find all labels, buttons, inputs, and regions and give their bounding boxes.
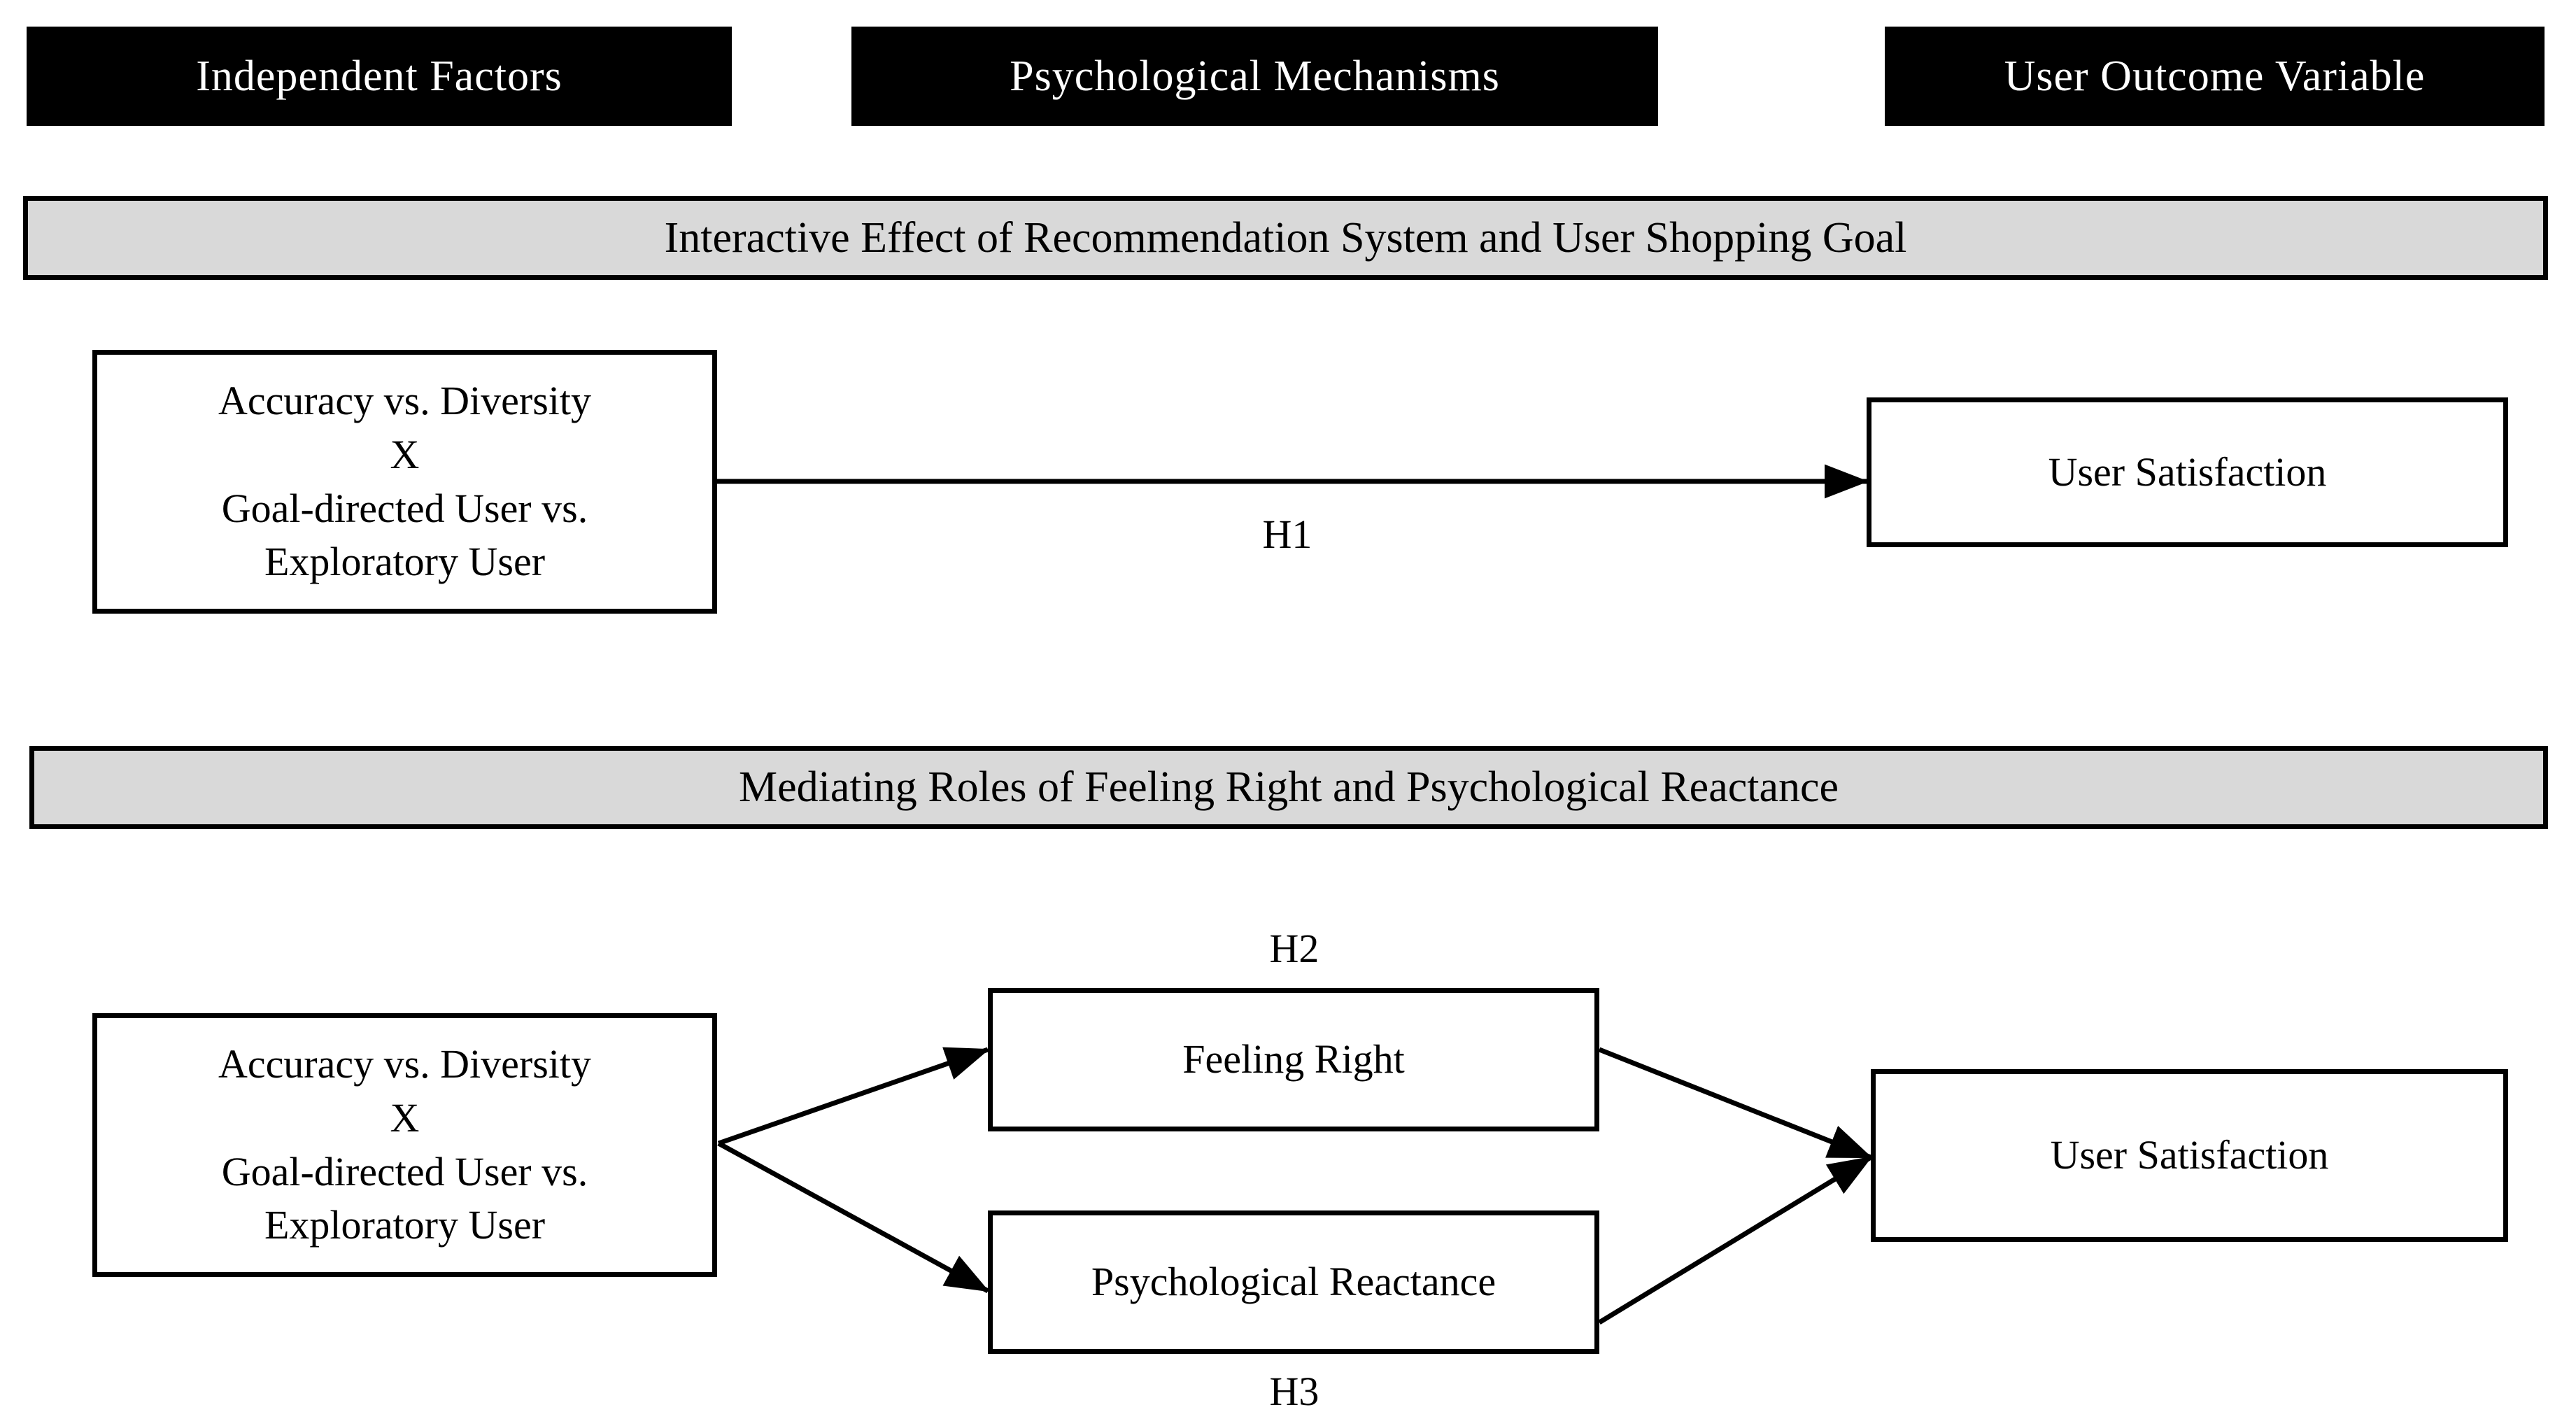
section-band-interactive-effect: Interactive Effect of Recommendation Sys… xyxy=(23,196,2548,280)
section-band-label: Mediating Roles of Feeling Right and Psy… xyxy=(738,763,1839,811)
node-line: X xyxy=(390,1094,420,1141)
node-line: Exploratory User xyxy=(264,539,546,585)
node-user-satisfaction: User Satisfaction xyxy=(1867,397,2508,547)
column-header-label: Psychological Mechanisms xyxy=(1010,52,1500,100)
reactance-to-satisfaction-path xyxy=(1598,1155,1873,1325)
node-independent-factors-2: Accuracy vs. Diversity X Goal-directed U… xyxy=(92,1013,717,1277)
column-header-psychological-mechanisms: Psychological Mechanisms xyxy=(851,27,1658,126)
node-line: Goal-directed User vs. xyxy=(221,485,588,531)
section-band-mediating-roles: Mediating Roles of Feeling Right and Psy… xyxy=(29,746,2548,829)
path-label-text: H1 xyxy=(1262,511,1312,557)
column-header-user-outcome-variable: User Outcome Variable xyxy=(1885,27,2545,126)
iv-to-feeling-right-path xyxy=(717,1047,990,1146)
node-feeling-right: Feeling Right xyxy=(988,988,1599,1131)
node-independent-factors: Accuracy vs. Diversity X Goal-directed U… xyxy=(92,350,717,614)
section-band-label: Interactive Effect of Recommendation Sys… xyxy=(664,213,1907,262)
iv-to-reactance-path xyxy=(717,1141,990,1294)
path-label-h1: H1 xyxy=(1203,511,1371,558)
node-user-satisfaction-2: User Satisfaction xyxy=(1871,1069,2508,1242)
node-line: Feeling Right xyxy=(1182,1036,1405,1082)
node-line: Goal-directed User vs. xyxy=(221,1148,588,1194)
node-line: Psychological Reactance xyxy=(1091,1259,1496,1305)
column-header-independent-factors: Independent Factors xyxy=(27,27,732,126)
node-line: Accuracy vs. Diversity xyxy=(218,1041,592,1087)
column-header-label: User Outcome Variable xyxy=(2004,52,2426,100)
node-line: X xyxy=(390,431,420,477)
node-line: Exploratory User xyxy=(264,1202,546,1248)
feeling-right-to-satisfaction-path xyxy=(1598,1047,1873,1160)
path-label-text: H2 xyxy=(1269,926,1319,971)
path-label-h2: H2 xyxy=(1210,925,1378,972)
node-line: Accuracy vs. Diversity xyxy=(218,378,592,424)
path-label-h3: H3 xyxy=(1210,1368,1378,1415)
node-psychological-reactance: Psychological Reactance xyxy=(988,1210,1599,1354)
node-line: User Satisfaction xyxy=(2050,1132,2329,1178)
node-line: User Satisfaction xyxy=(2048,449,2327,495)
column-header-label: Independent Factors xyxy=(196,52,562,100)
path-label-text: H3 xyxy=(1269,1369,1319,1414)
